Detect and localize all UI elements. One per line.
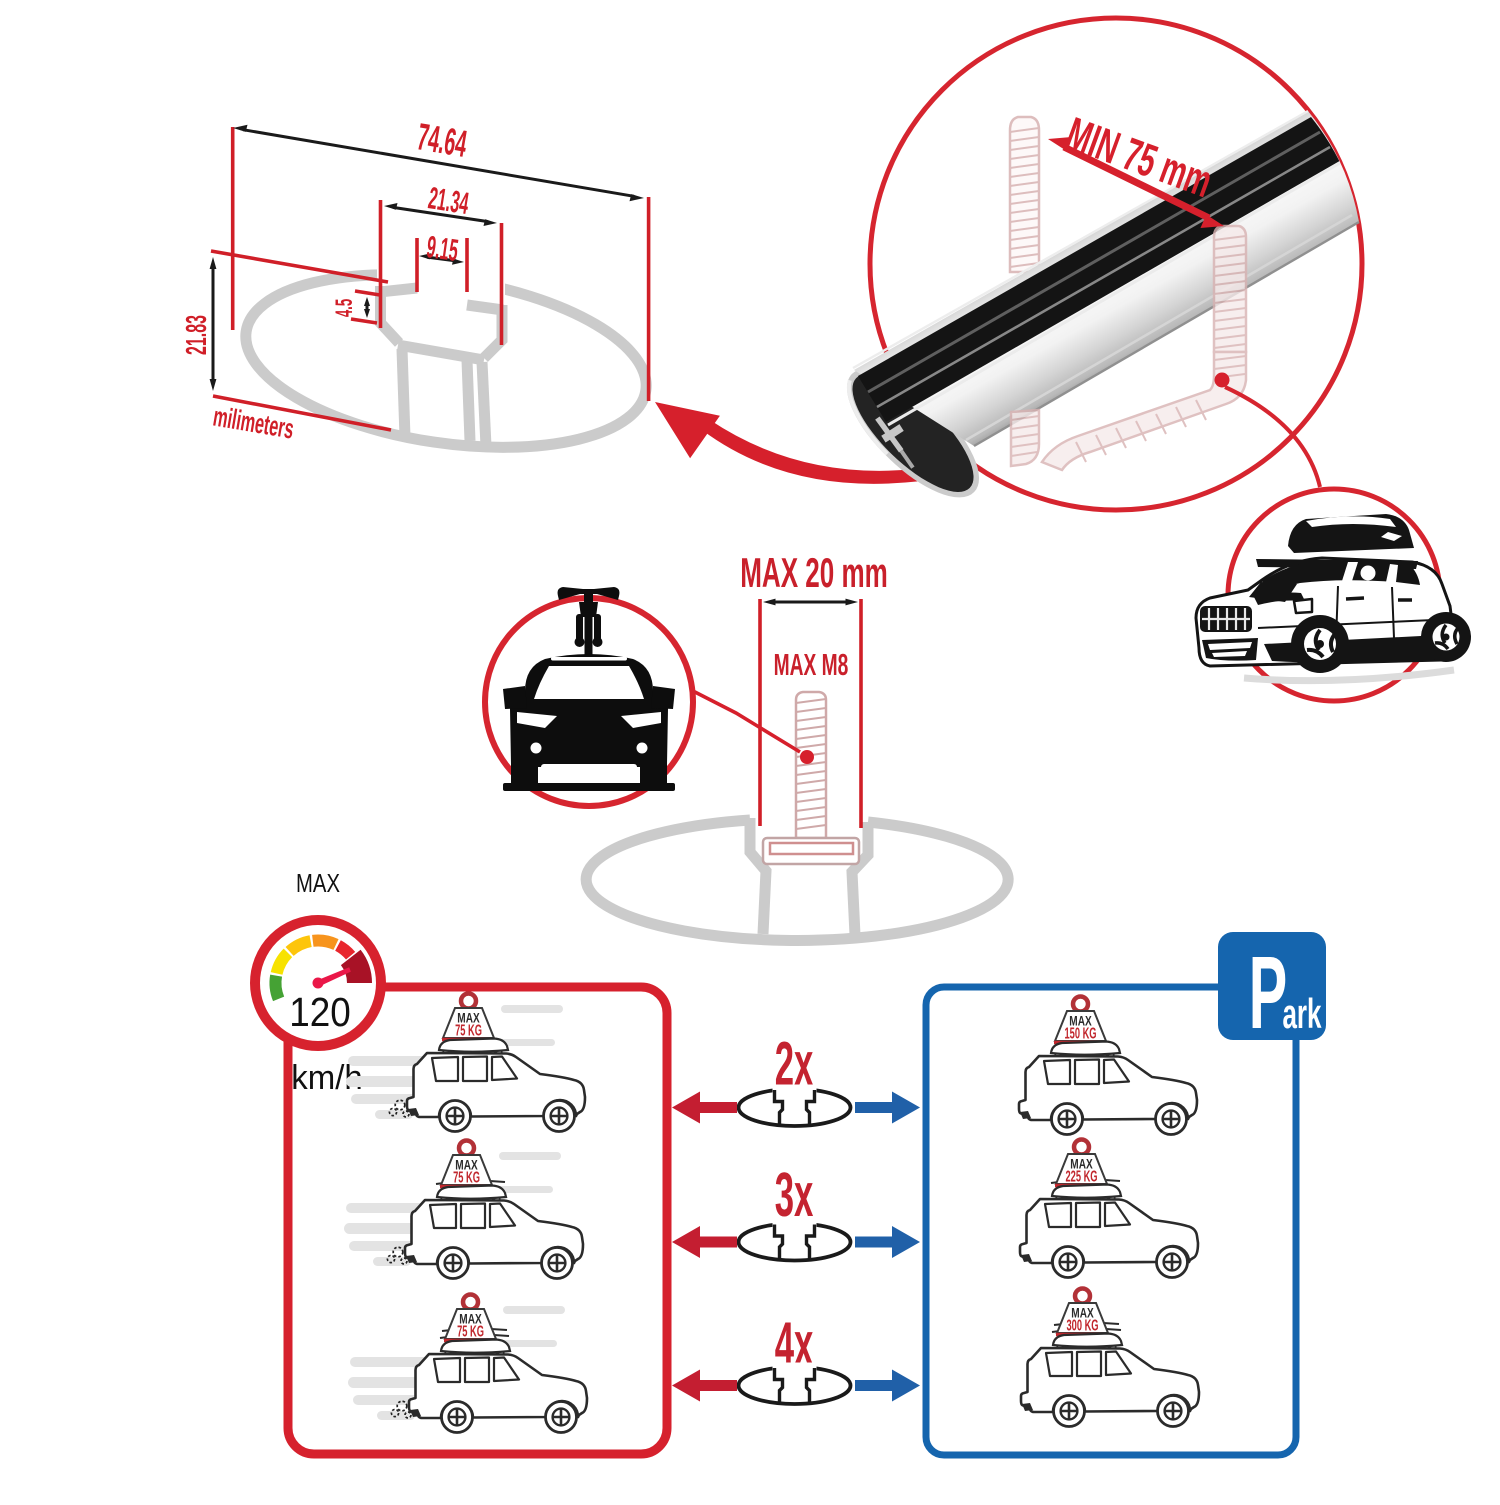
svg-text:74.64: 74.64 <box>414 117 470 166</box>
svg-text:120: 120 <box>289 990 351 1035</box>
svg-text:21.83: 21.83 <box>180 315 212 355</box>
svg-text:MAX 20 mm: MAX 20 mm <box>740 550 888 597</box>
svg-text:4.5: 4.5 <box>331 299 358 318</box>
svg-text:150 KG: 150 KG <box>1064 1024 1096 1042</box>
svg-text:225 KG: 225 KG <box>1065 1167 1097 1185</box>
svg-text:21.34: 21.34 <box>426 182 471 222</box>
svg-text:MAX: MAX <box>296 869 340 898</box>
svg-text:75 KG: 75 KG <box>457 1322 484 1340</box>
svg-text:MAX M8: MAX M8 <box>774 649 849 683</box>
svg-text:9.15: 9.15 <box>424 231 460 269</box>
svg-text:75 KG: 75 KG <box>455 1021 482 1039</box>
svg-text:300 KG: 300 KG <box>1066 1316 1098 1334</box>
svg-text:P: P <box>1249 934 1287 1050</box>
svg-text:3x: 3x <box>775 1160 814 1229</box>
svg-text:75 KG: 75 KG <box>453 1168 480 1186</box>
svg-text:ark: ark <box>1282 991 1322 1038</box>
